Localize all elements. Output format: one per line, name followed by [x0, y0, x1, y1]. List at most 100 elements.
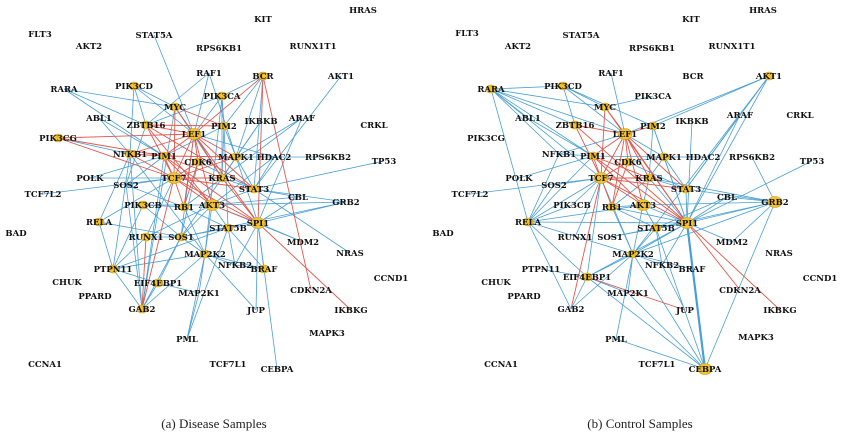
disease-edge-map2k2-nfkb2 [204, 253, 236, 266]
control-edge-lef1-rara [490, 88, 626, 135]
disease-label-grb2: GRB2 [332, 198, 360, 208]
disease-label-sos1: SOS1 [168, 233, 194, 243]
control-edge-tcf7-myc [600, 106, 606, 179]
disease-edge-spi1-ikbkg [257, 222, 352, 311]
disease-edge-tcf7-akt3 [173, 177, 213, 206]
control-edge-spi1-tp53 [686, 160, 813, 224]
disease-label-jup: JUP [246, 306, 265, 316]
control-label-braf: BRAF [679, 265, 706, 275]
disease-label-rps6kb2: RPS6KB2 [305, 153, 351, 163]
disease-node-kras [216, 173, 228, 183]
control-edge-rara-pik3cd [490, 85, 564, 90]
control-label-runx1t1: RUNX1T1 [709, 42, 756, 52]
disease-label-mapk3: MAPK3 [309, 329, 345, 339]
control-edge-cdkn2a-spi1 [686, 222, 741, 291]
disease-node-mapk1 [230, 152, 242, 162]
disease-edge-pik3cb-sos1 [142, 204, 182, 238]
disease-edge-rela-ptpn11 [98, 221, 114, 270]
disease-edge-zbtb16-pim2 [145, 124, 225, 127]
disease-node-akt3 [204, 199, 220, 211]
control-edge-rb1-map2k2 [611, 206, 634, 255]
control-edge-zbtb16-spi1 [574, 124, 688, 224]
disease-edge-nfkb1-rela [98, 153, 131, 223]
control-edge-cdk6-stat3 [627, 161, 687, 190]
control-edge-cebpa-stat5b [655, 227, 706, 370]
disease-edge-gab2-myc [141, 106, 176, 310]
disease-edge-tcf7-zbtb16 [145, 124, 175, 179]
disease-label-cbl: CBL [288, 193, 308, 203]
disease-edge-polk-pim1 [89, 155, 165, 179]
disease-edge-spi1-nfkb2 [234, 222, 259, 266]
control-label-ppard: PPARD [507, 292, 541, 302]
control-edge-tcf7-stat3 [600, 177, 687, 190]
disease-edge-gab2-tcf7 [141, 177, 175, 310]
disease-edge-pik3cb-ptpn11 [112, 204, 144, 270]
control-label-rps6kb1: RPS6KB1 [629, 44, 675, 54]
control-label-map2k2: MAP2K2 [612, 250, 654, 260]
disease-edge-nfkb1-gab2 [129, 153, 143, 310]
control-node-pim1 [587, 151, 599, 161]
disease-label-stat5b: STAT5B [209, 224, 247, 234]
disease-edge-spi1-mapk1 [235, 156, 259, 224]
control-node-pim2 [647, 121, 659, 131]
disease-edge-pim1-kras [163, 155, 223, 179]
disease-edge-ptpn11-eif4ebp1 [112, 268, 159, 284]
disease-edge-stat5b-nfkb2 [227, 227, 236, 266]
control-edge-lef1-stat3 [624, 133, 687, 190]
control-edge-tcf7-akt3 [600, 177, 644, 206]
disease-node-eif4ebp1 [152, 278, 164, 288]
control-label-cbl: CBL [717, 193, 737, 203]
disease-edge-stat3-cbl [253, 188, 299, 198]
disease-edge-lef1-zbtb16 [145, 124, 195, 135]
disease-edge-rara-pim1 [63, 88, 165, 157]
control-node-akt1 [763, 71, 775, 81]
disease-edge-tcf7l2-tcf7 [42, 177, 175, 195]
control-label-map2k1: MAP2K1 [607, 289, 649, 299]
disease-edge-lef1-pik3ca [193, 95, 223, 135]
disease-edge-zbtb16-akt3 [145, 124, 213, 206]
control-node-rela [522, 217, 534, 227]
control-label-pik3ca: PIK3CA [634, 92, 671, 102]
disease-label-pim2: PIM2 [211, 122, 237, 132]
control-label-abl1: ABL1 [514, 114, 541, 124]
disease-edge-raf1-zbtb16 [145, 72, 210, 126]
control-label-ccna1: CCNA1 [484, 360, 518, 370]
disease-edges [42, 34, 385, 370]
disease-label-flt3: FLT3 [28, 30, 52, 40]
disease-label-tcf7: TCF7 [161, 174, 186, 184]
control-label-polk: POLK [505, 174, 533, 184]
control-label-pim2: PIM2 [640, 122, 666, 132]
control-edge-rb1-cdk6 [611, 161, 629, 208]
control-edge-map2k2-eif4ebp1 [586, 253, 634, 278]
disease-edge-akt3-sos1 [180, 204, 213, 238]
control-edge-mapk1-cdk6 [627, 156, 665, 163]
disease-edge-stat3-akt1 [253, 75, 342, 190]
control-edge-grb2-rps6kb2 [751, 156, 776, 203]
control-edge-pik3cb-tcf7 [571, 177, 602, 206]
disease-label-rela: RELA [86, 218, 113, 228]
control-edge-lef1-tcf7 [600, 133, 626, 179]
disease-label-myc: MYC [164, 103, 186, 113]
control-edge-ikbkg-spi1 [686, 222, 781, 311]
disease-edge-map2k2-gab2 [141, 253, 206, 310]
disease-label-map2k1: MAP2K1 [178, 289, 220, 299]
disease-label-hdac2: HDAC2 [257, 153, 292, 163]
control-node-cebpa [697, 363, 713, 375]
disease-node-pim2 [218, 121, 230, 131]
control-node-zbtb16 [569, 120, 581, 130]
disease-label-nfkb1: NFKB1 [113, 150, 147, 160]
control-label-stat5b: STAT5B [637, 224, 675, 234]
disease-edge-lef1-kras [193, 133, 223, 179]
control-edge-grb2-akt3 [642, 201, 776, 206]
control-edge-rara-nfkb1 [490, 88, 560, 155]
disease-label-raf1: RAF1 [196, 69, 222, 79]
disease-node-pik3ca [216, 91, 228, 101]
disease-label-rps6kb1: RPS6KB1 [196, 44, 242, 54]
control-edge-pim1-kras [592, 155, 650, 179]
disease-label-araf: ARAF [288, 114, 315, 124]
disease-edge-nfkb1-ptpn11 [112, 153, 131, 270]
control-edge-tcf7-gab2 [570, 177, 602, 310]
control-label-tcf7: TCF7 [588, 174, 613, 184]
disease-edge-raf1-mapk1 [208, 72, 237, 158]
